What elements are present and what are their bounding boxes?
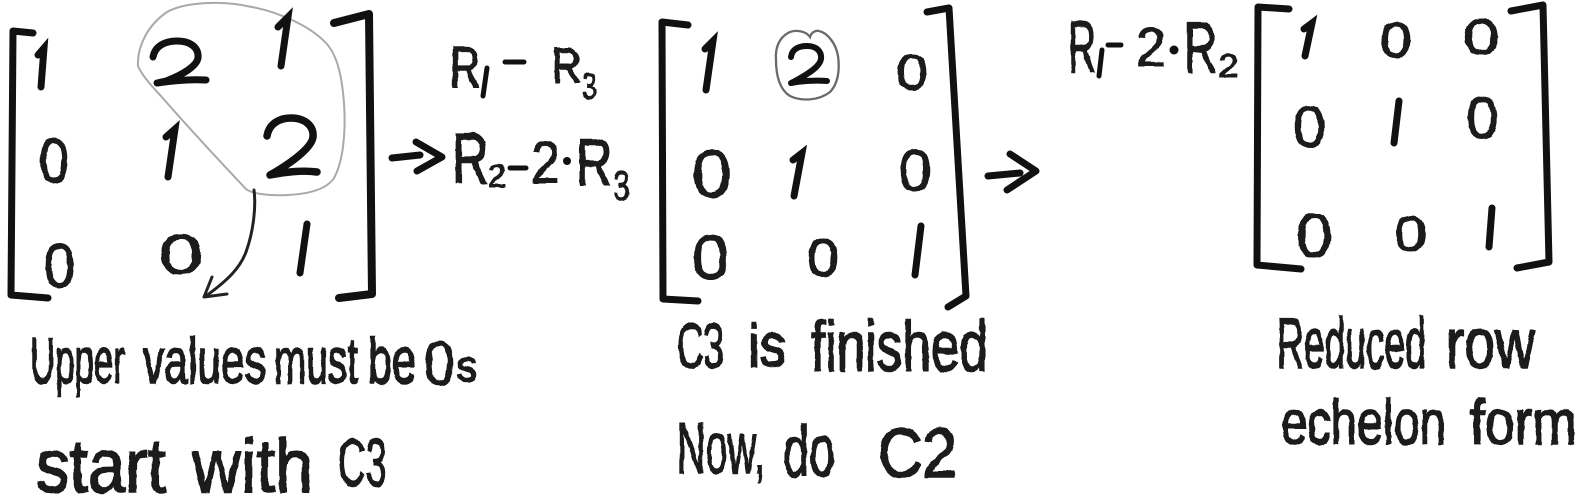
svg-text:must: must bbox=[274, 324, 358, 397]
svg-text:R: R bbox=[452, 120, 489, 199]
svg-text:R: R bbox=[1068, 7, 1096, 88]
svg-text:2: 2 bbox=[531, 129, 560, 196]
svg-text:is: is bbox=[748, 312, 786, 379]
svg-text:0: 0 bbox=[159, 223, 203, 287]
svg-text:Upper: Upper bbox=[30, 324, 125, 397]
svg-text:0: 0 bbox=[44, 232, 75, 301]
svg-text:0: 0 bbox=[807, 229, 839, 288]
svg-text:row: row bbox=[1446, 305, 1536, 384]
svg-text:C3: C3 bbox=[338, 425, 387, 501]
svg-text:start: start bbox=[36, 424, 166, 502]
svg-text:echelon: echelon bbox=[1281, 388, 1446, 458]
svg-text:R: R bbox=[450, 35, 480, 100]
svg-text:0: 0 bbox=[896, 46, 928, 100]
svg-text:finished: finished bbox=[811, 308, 988, 387]
svg-text:0: 0 bbox=[692, 137, 732, 212]
svg-text:R: R bbox=[552, 38, 581, 94]
svg-text:C2: C2 bbox=[878, 414, 957, 492]
svg-text:3: 3 bbox=[613, 162, 630, 209]
svg-text:Now,: Now, bbox=[677, 409, 765, 489]
svg-text:2: 2 bbox=[1218, 48, 1239, 84]
svg-text:with: with bbox=[191, 424, 313, 502]
svg-text:0: 0 bbox=[1293, 95, 1326, 160]
svg-text:0: 0 bbox=[1380, 14, 1412, 68]
svg-text:3: 3 bbox=[582, 66, 597, 108]
svg-text:C3: C3 bbox=[677, 310, 724, 382]
svg-text:0: 0 bbox=[1463, 11, 1500, 65]
svg-text:s: s bbox=[456, 342, 477, 391]
svg-text:0: 0 bbox=[424, 329, 455, 399]
svg-text:0: 0 bbox=[1466, 86, 1499, 151]
svg-text:0: 0 bbox=[1296, 202, 1333, 271]
svg-text:be: be bbox=[368, 324, 416, 397]
svg-text:0: 0 bbox=[899, 138, 931, 204]
svg-text:R: R bbox=[1184, 9, 1217, 88]
svg-text:R: R bbox=[576, 125, 612, 199]
svg-text:0: 0 bbox=[692, 223, 729, 293]
svg-text:do: do bbox=[783, 412, 835, 492]
svg-text:2: 2 bbox=[1136, 16, 1166, 78]
svg-text:values: values bbox=[143, 324, 266, 397]
svg-text:Reduced: Reduced bbox=[1277, 305, 1426, 384]
svg-text:2: 2 bbox=[488, 158, 506, 194]
svg-text:0: 0 bbox=[39, 127, 69, 196]
svg-text:0: 0 bbox=[1394, 208, 1427, 262]
svg-text:form: form bbox=[1470, 388, 1577, 458]
